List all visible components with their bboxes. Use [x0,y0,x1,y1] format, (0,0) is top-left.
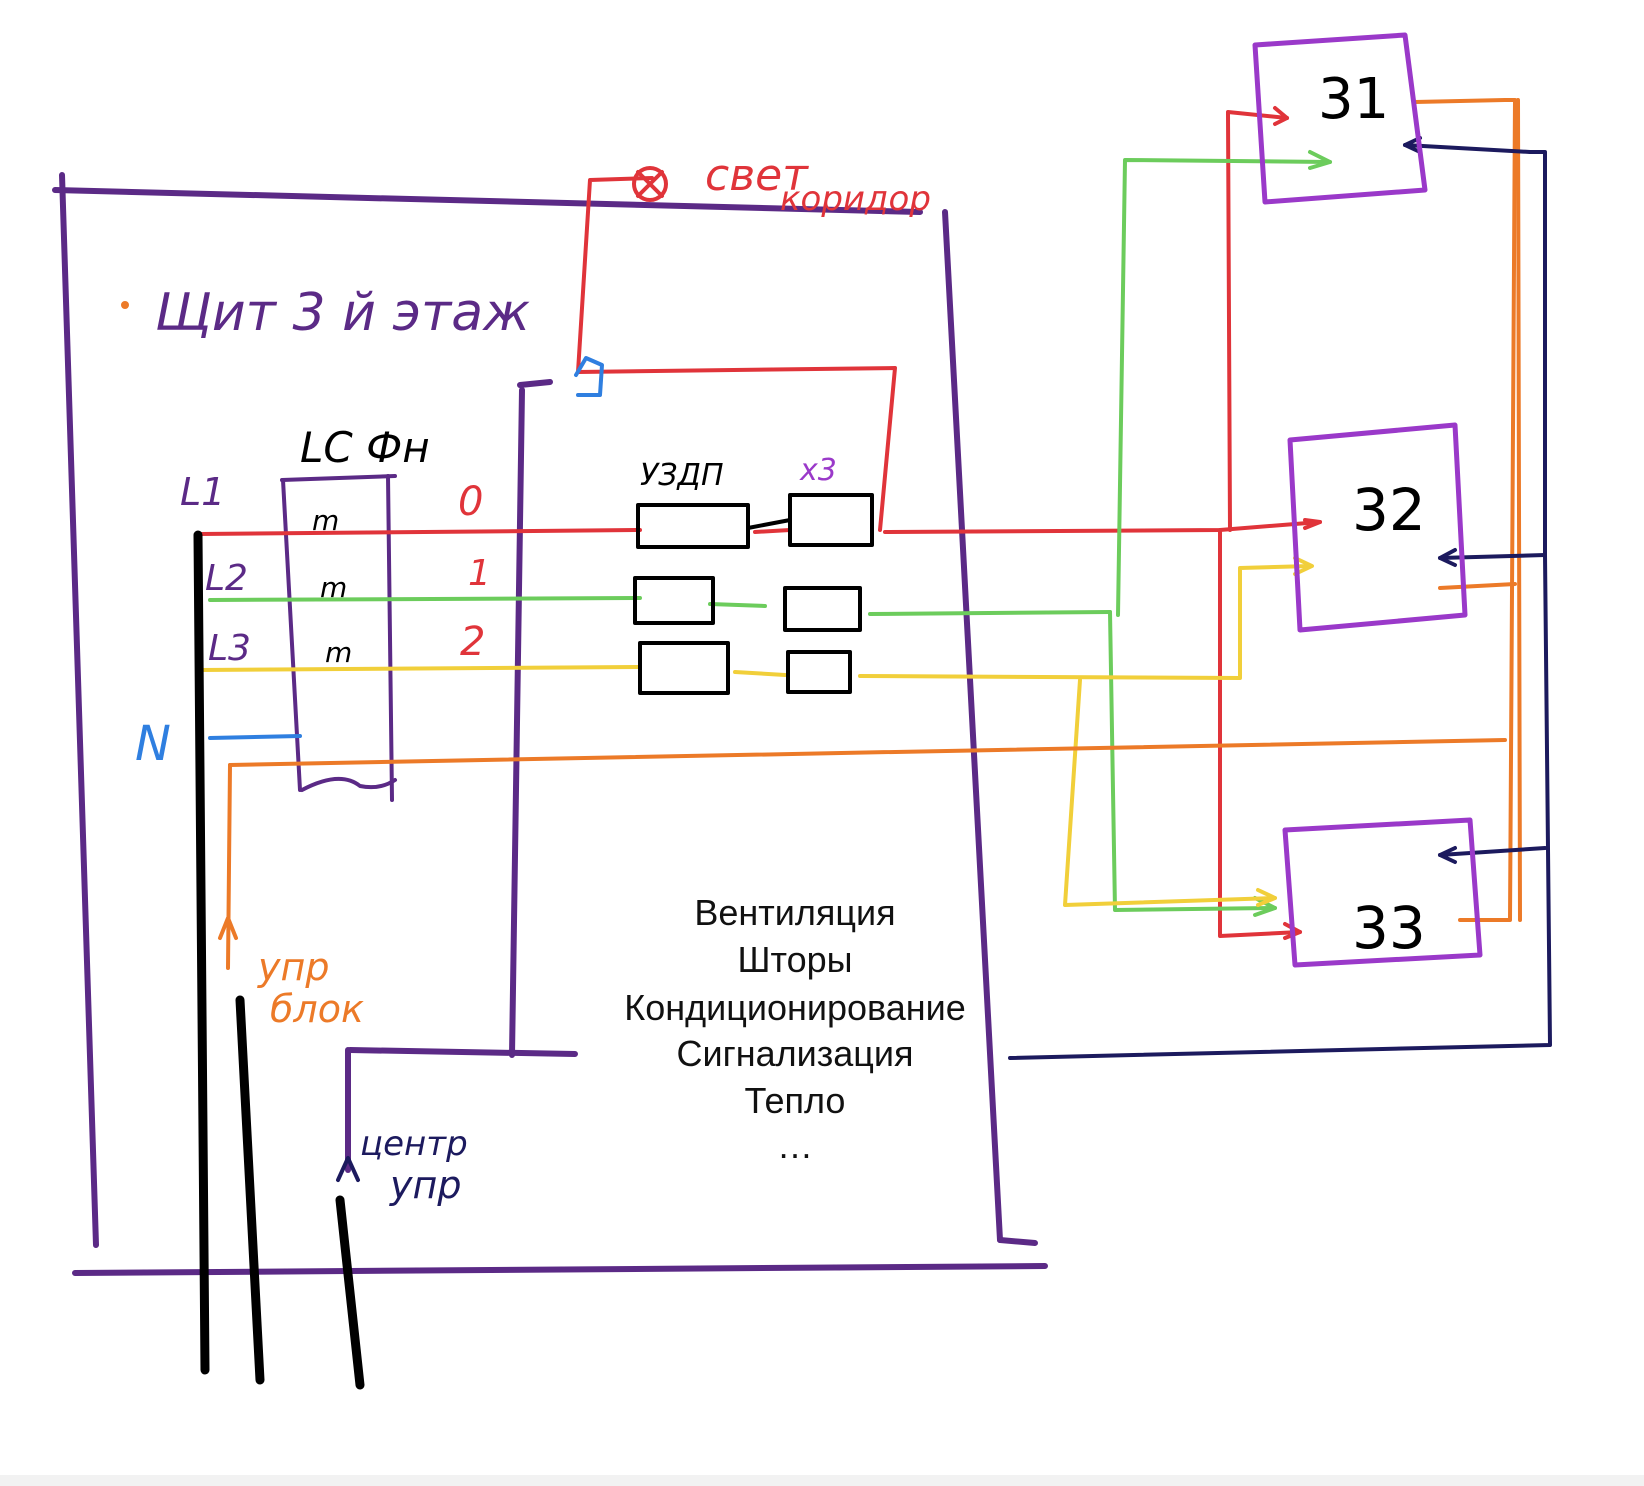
phase-l3-label: L3 [208,628,251,669]
room-33-label: 33 [1352,894,1426,962]
central-ctrl-line1: центр [360,1124,468,1164]
cables [193,530,365,1390]
central-ctrl-line2: упр [389,1163,461,1207]
bullet-dot [121,301,129,309]
wire-l1 [198,106,1322,940]
channel-0-label: 0 [458,479,483,525]
room-boxes [1252,32,1483,968]
phase-l1-label: L1 [180,470,225,514]
wire-neutral [208,356,604,740]
wire-l3 [198,556,1314,907]
breaker-pole-3: m [325,636,352,669]
x3-header: x3 [799,453,837,488]
system-item: … [777,1125,813,1166]
bottom-strip [0,1475,1644,1486]
room-32-label: 32 [1352,476,1426,544]
breaker-label: LC Фн [300,423,430,472]
channel-2-label: 2 [460,619,485,665]
channel-1-label: 1 [468,553,491,594]
breaker-pole-1: m [312,504,339,537]
corridor-label: коридор [780,179,931,219]
system-item: Тепло [745,1080,846,1121]
light-label: свет [705,150,809,201]
wire-central [336,136,1552,1182]
lamp-icon [632,166,668,202]
breaker-pole-2: m [320,571,347,604]
ctrl-block-line2: блок [270,987,364,1031]
system-item: Шторы [738,939,853,980]
phase-l2-label: L2 [205,558,248,599]
modules [633,493,874,695]
ctrl-block-line1: упр [257,945,329,989]
system-item: Кондиционирование [624,987,966,1028]
rcd-header: УЗДП [640,458,724,493]
system-item: Вентиляция [694,892,895,933]
system-item: Сигнализация [676,1033,913,1074]
wire-control [218,98,1522,970]
panel-title: Щит 3 й этаж [155,283,530,343]
room-31-label: 31 [1318,67,1389,132]
neutral-label: N [135,716,171,772]
